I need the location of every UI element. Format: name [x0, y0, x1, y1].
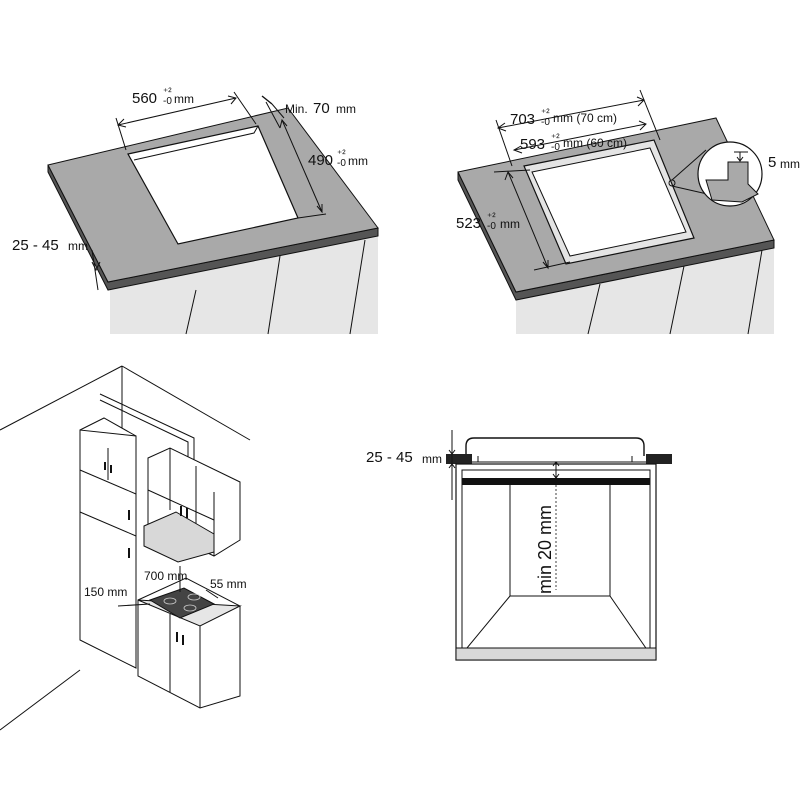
cooker-hood [143, 511, 215, 563]
cutout-width-unit: mm [174, 92, 194, 106]
rear-clearance-label: 55 mm [210, 577, 247, 591]
inner-depth-tol: -0 [487, 221, 496, 232]
cutout-depth-value: 490 [308, 152, 333, 169]
cutout-depth-tol-top: ⁺² [337, 149, 346, 160]
panel-kitchen-clearances: 700 mm 150 mm 55 mm [0, 365, 251, 731]
worktop-thickness-value: 25 - 45 [12, 237, 59, 254]
cabinet-shelf [462, 478, 650, 485]
inner-width-value: 593 [520, 136, 545, 153]
edge-distance-unit: mm [336, 102, 356, 116]
worktop-thickness-value: 25 - 45 [366, 449, 413, 466]
cutout-depth-tol: -0 [337, 158, 346, 169]
hob-profile [465, 437, 645, 456]
inner-depth-unit: mm [500, 217, 520, 231]
hob [148, 587, 216, 619]
recess-depth-unit: mm [780, 157, 800, 171]
panel-hob-dimensions: 703 ⁺² -0 mm (70 cm) 593 ⁺² -0 mm (60 cm… [456, 89, 800, 335]
outer-width-tol-top: ⁺² [541, 108, 550, 119]
worktop-left [446, 454, 472, 464]
hob-cutout-inner [531, 147, 687, 257]
cutout-width-tol: -0 [163, 96, 172, 107]
cutout-width-value: 560 [132, 90, 157, 107]
outer-width-value: 703 [510, 111, 535, 128]
cutout-width-tol-top: ⁺² [163, 87, 172, 98]
edge-distance-prefix: Min. [285, 102, 308, 116]
side-clearance-label: 150 mm [84, 585, 127, 599]
inner-width-tol: -0 [551, 142, 560, 153]
inner-depth-value: 523 [456, 215, 481, 232]
inner-width-tol-top: ⁺² [551, 133, 560, 144]
edge-distance-value: 70 [313, 100, 330, 117]
inner-depth-tol-top: ⁺² [487, 212, 496, 223]
outer-width-suffix: mm (70 cm) [553, 111, 617, 125]
worktop-right [646, 454, 672, 464]
recess-depth-value: 5 [768, 154, 776, 171]
worktop-thickness-unit: mm [422, 452, 442, 466]
panel-section-view: min 20 mm 25 - 45 mm [366, 430, 672, 661]
cutout-depth-unit: mm [348, 154, 368, 168]
gap-below-label: min 20 mm [535, 505, 555, 594]
cabinet-front [516, 246, 774, 334]
cabinet-front [110, 236, 378, 334]
outer-width-tol: -0 [541, 117, 550, 128]
worktop-thickness-unit: mm [68, 239, 88, 253]
panel-cutout-dimensions: 560 ⁺² -0 mm Min. 70 mm 490 ⁺² -0 mm 25 … [12, 87, 379, 335]
inner-width-suffix: mm (60 cm) [563, 136, 627, 150]
hood-width-label: 700 mm [144, 569, 187, 583]
